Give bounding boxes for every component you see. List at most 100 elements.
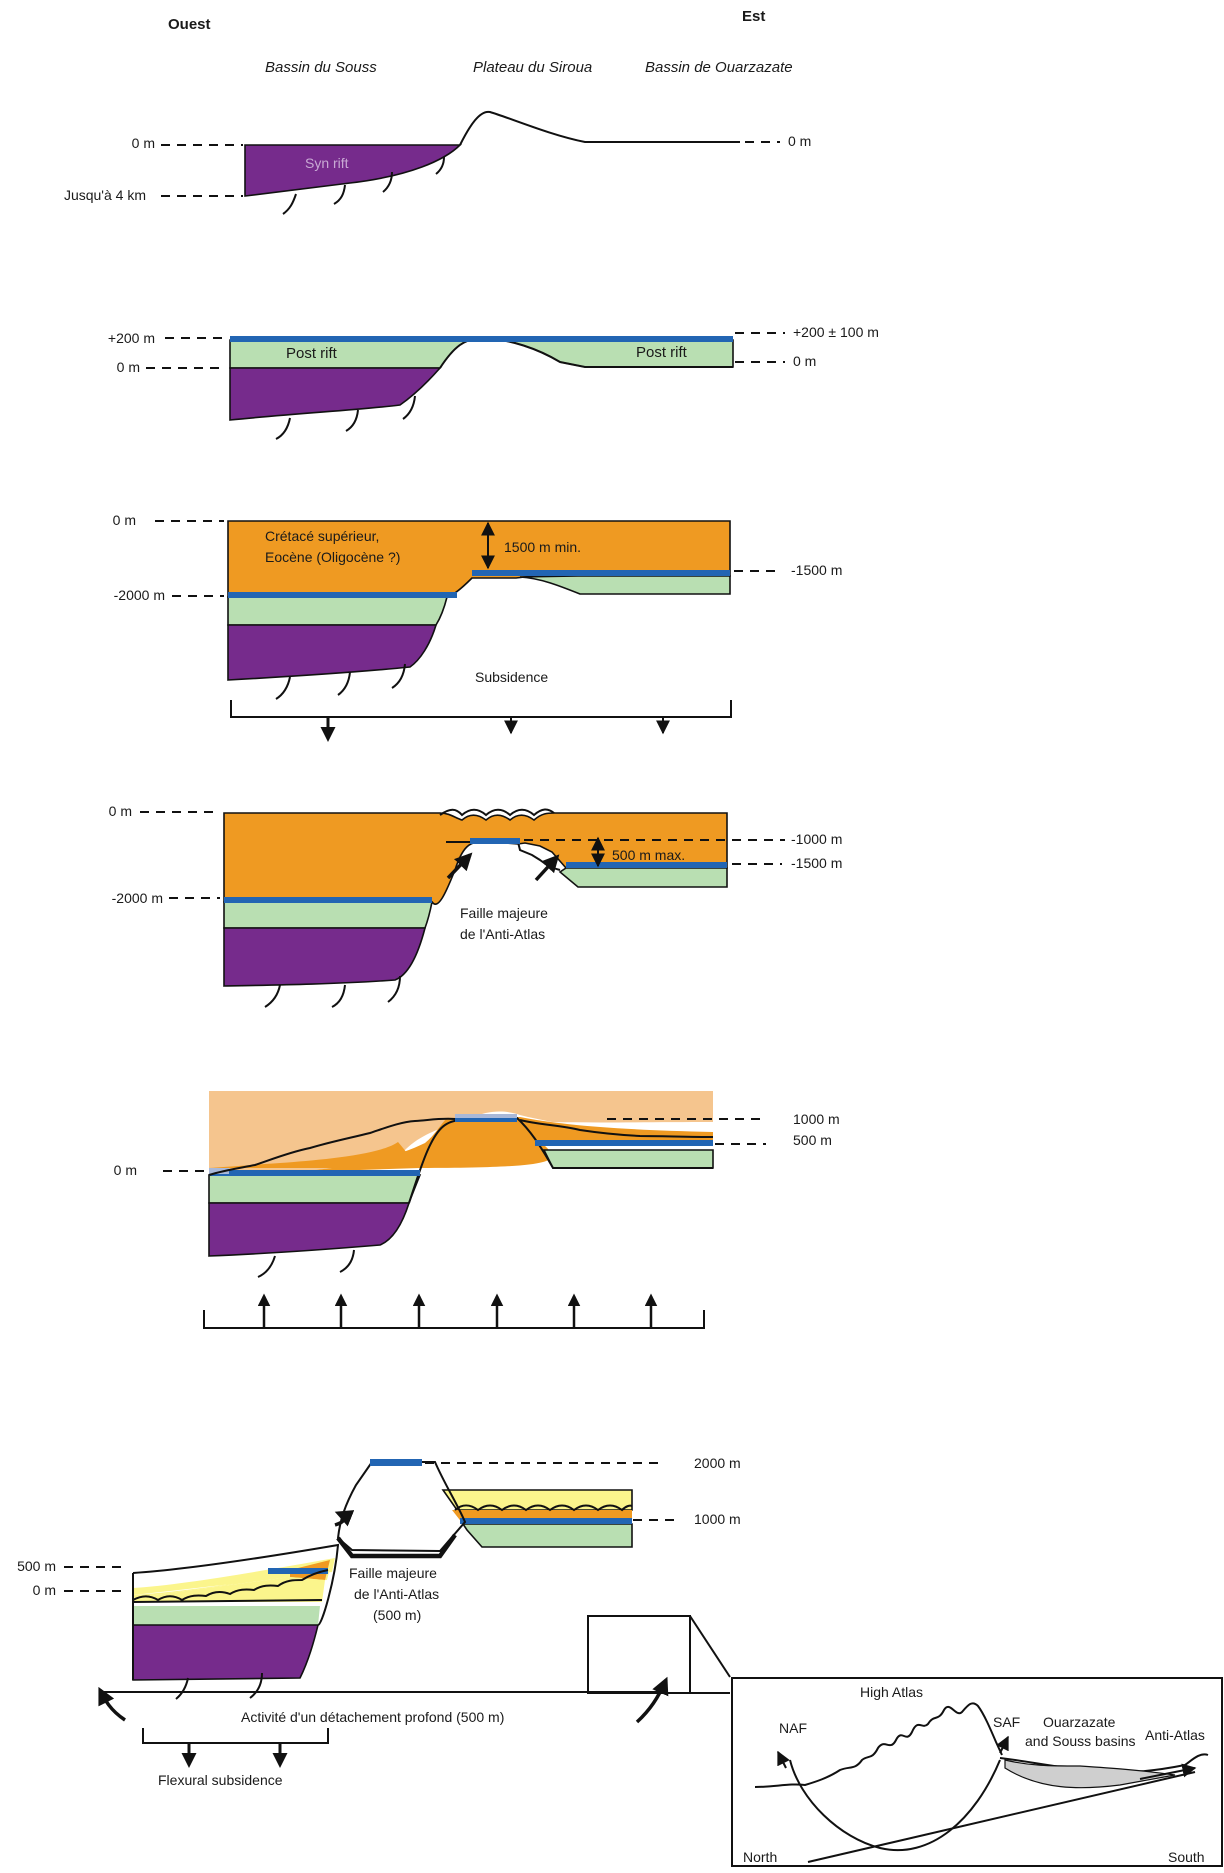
- inset-locator-box: [587, 1615, 691, 1694]
- reverse-fault-arrow: [534, 854, 560, 882]
- unconformity: [132, 1569, 329, 1602]
- fault-label: (500 m): [373, 1607, 421, 1623]
- header: Ouest Est Bassin du Souss Plateau du Sir…: [168, 8, 793, 76]
- fault-tick: [382, 171, 393, 193]
- marker-layer: [228, 592, 457, 598]
- elevation-label: +200 m: [108, 330, 155, 346]
- label-north: North: [743, 1849, 777, 1865]
- marker-layer: [224, 897, 432, 903]
- basin-fill: [1004, 1759, 1176, 1789]
- depth-label: -1000 m: [791, 831, 842, 847]
- reverse-fault-arrow: [98, 1686, 126, 1722]
- label-region-siroua: Plateau du Siroua: [473, 59, 592, 76]
- uplift-bar: [203, 1310, 705, 1329]
- marker-layer: [470, 838, 520, 844]
- marker-layer: [455, 1116, 517, 1122]
- syn-rift-layer: [227, 624, 438, 681]
- label-naf: NAF: [779, 1720, 807, 1736]
- label-west: Ouest: [168, 16, 211, 33]
- elevation-label: 1000 m: [694, 1511, 741, 1527]
- label-region-souss: Bassin du Souss: [265, 59, 377, 76]
- post-rift-layer: [519, 575, 731, 595]
- label-east: Est: [742, 8, 765, 25]
- marker-layer: [566, 862, 727, 868]
- syn-rift-layer: [244, 144, 462, 197]
- post-rift-layer: [558, 867, 728, 888]
- syn-rift-layer: [208, 1202, 411, 1257]
- detachment-inset: [807, 1771, 1196, 1863]
- saf-arrow: [996, 1735, 1009, 1754]
- eroded-overburden-layer: [209, 1091, 713, 1180]
- post-rift-label: Post rift: [636, 344, 688, 361]
- post-rift-layer: [542, 1149, 714, 1169]
- elevation-label: 0 m: [33, 1582, 56, 1598]
- marker-layer: [472, 570, 730, 576]
- detachment-label: Activité d'un détachement profond (500 m…: [241, 1709, 504, 1725]
- marker-layer: [460, 1518, 632, 1524]
- elevation-label: 0 m: [114, 1162, 137, 1178]
- depth-label: 0 m: [109, 803, 132, 819]
- siroua-relief-outline: [459, 110, 740, 146]
- fault-base-line: [336, 1533, 457, 1559]
- label-saf: SAF: [993, 1714, 1020, 1730]
- stage-4-section: 500 m max. Faille majeure de l'Anti-Atla…: [109, 803, 842, 1008]
- marker-layer: [230, 336, 733, 342]
- unit-label: Eocène (Oligocène ?): [265, 549, 400, 565]
- fault-label: de l'Anti-Atlas: [354, 1586, 439, 1602]
- reverse-fault-arrow: [334, 1510, 355, 1527]
- post-rift-layer: [208, 1174, 422, 1204]
- depth-label: 0 m: [788, 133, 811, 149]
- stage-6-section: Faille majeure de l'Anti-Atlas (500 m) A…: [17, 1455, 741, 1788]
- elevation-label: 500 m: [17, 1558, 56, 1574]
- marker-layer: [535, 1140, 713, 1146]
- post-rift-layer: [223, 901, 433, 929]
- reverse-fault-arrow: [446, 852, 473, 880]
- elevation-label: 0 m: [793, 353, 816, 369]
- elevation-label: 0 m: [117, 359, 140, 375]
- reverse-fault-arrow: [635, 1676, 669, 1724]
- post-rift-label: Post rift: [286, 345, 338, 362]
- thickness-label: 1500 m min.: [504, 539, 581, 555]
- elevation-label: 2000 m: [694, 1455, 741, 1471]
- fault-tick: [282, 193, 297, 215]
- post-rift-layer: [227, 596, 449, 626]
- inset-regional-section: High Atlas NAF SAF Ouarzazate and Souss …: [731, 1677, 1223, 1867]
- marker-layer: [209, 1170, 420, 1176]
- high-atlas-topography: [754, 1702, 1003, 1788]
- siroua-block: [336, 1461, 467, 1553]
- naf-arrow: [777, 1750, 790, 1769]
- label-basins: Ouarzazate: [1043, 1714, 1116, 1730]
- post-rift-layer: [461, 1523, 633, 1548]
- erosion-surface: [208, 1117, 714, 1176]
- label-south: South: [1168, 1849, 1205, 1865]
- syn-rift-label: Syn rift: [305, 155, 349, 171]
- depth-label: -2000 m: [114, 587, 165, 603]
- label-anti-atlas: Anti-Atlas: [1145, 1727, 1205, 1743]
- fault-tick: [435, 156, 445, 175]
- subsidence-bar: [230, 700, 732, 718]
- stage-1-section: Syn rift 0 m Jusqu'à 4 km 0 m: [64, 110, 811, 215]
- fault-label: de l'Anti-Atlas: [460, 926, 545, 942]
- thickness-label: 500 m max.: [612, 847, 685, 863]
- stage-2-section: Post rift Post rift +200 m 0 m +200 ± 10…: [108, 324, 879, 440]
- unconformity: [439, 808, 555, 817]
- fault-tick: [333, 184, 346, 205]
- elevation-label: +200 ± 100 m: [793, 324, 879, 340]
- syn-rift-layer: [229, 367, 442, 421]
- syn-rift-layer: [223, 927, 427, 987]
- syn-rift-layer: [132, 1624, 320, 1681]
- flexural-label: Flexural subsidence: [158, 1772, 283, 1788]
- stage-3-section: Crétacé supérieur, Eocène (Oligocène ?) …: [113, 512, 842, 742]
- label-basins: and Souss basins: [1025, 1733, 1136, 1749]
- marker-layer: [370, 1459, 422, 1466]
- depth-label: Jusqu'à 4 km: [64, 187, 146, 203]
- depth-label: 0 m: [113, 512, 136, 528]
- unit-label: Crétacé supérieur,: [265, 528, 379, 544]
- fault-label: Faille majeure: [349, 1565, 437, 1581]
- stage-5-section: 1000 m 500 m 0 m: [114, 1091, 840, 1329]
- elevation-label: 1000 m: [793, 1111, 840, 1127]
- crustal-root: [789, 1759, 1001, 1852]
- depth-label: -2000 m: [112, 890, 163, 906]
- depth-label: 0 m: [132, 135, 155, 151]
